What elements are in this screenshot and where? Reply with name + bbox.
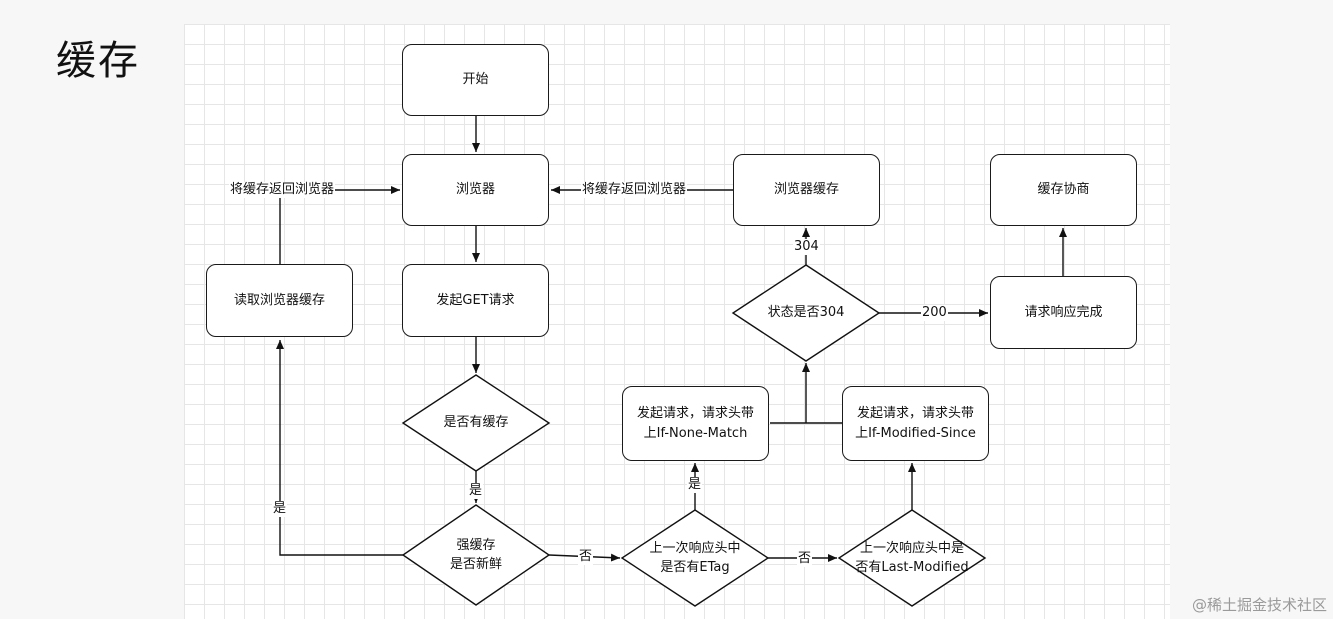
etag-text: 上一次响应头中是否有ETag xyxy=(649,540,741,576)
slide-title: 缓存 xyxy=(56,38,140,84)
status-304-diamond xyxy=(731,264,881,362)
send-get-node: 发起GET请求 xyxy=(402,264,549,337)
start-node: 开始 xyxy=(402,44,549,116)
status-304-text: 状态是否304 xyxy=(767,305,845,321)
req-if-modified-since-node: 发起请求，请求头带上If-Modified-Since xyxy=(842,386,989,461)
strong-cache-text: 强缓存是否新鲜 xyxy=(449,537,502,573)
no-strong-label: 否 xyxy=(578,549,594,565)
response-done-node: 请求响应完成 xyxy=(990,276,1137,349)
negotiate-node: 缓存协商 xyxy=(990,154,1137,226)
yes-etag-label: 是 xyxy=(687,477,703,493)
has-cache-text: 是否有缓存 xyxy=(443,415,509,431)
arrow-strong-read xyxy=(276,340,403,556)
browser-node: 浏览器 xyxy=(402,154,549,226)
etag-diamond xyxy=(620,509,770,607)
read-cache-node: 读取浏览器缓存 xyxy=(206,264,353,337)
yes-has-cache-label: 是 xyxy=(468,483,484,499)
return-cache-label-mid: 将缓存返回浏览器 xyxy=(581,182,688,198)
req-if-none-match-node: 发起请求，请求头带上If-None-Match xyxy=(622,386,769,461)
arrow-read-browser xyxy=(279,186,400,264)
lastmod-text: 上一次响应头中是否有Last-Modified xyxy=(855,540,969,576)
no-etag-label: 否 xyxy=(797,551,813,567)
yes-strong-label: 是 xyxy=(272,501,288,517)
browser-cache-node: 浏览器缓存 xyxy=(733,154,880,226)
strong-cache-diamond xyxy=(401,504,551,606)
code-304-label: 304 xyxy=(793,239,820,255)
return-cache-label-left: 将缓存返回浏览器 xyxy=(229,182,336,198)
lastmod-diamond xyxy=(837,509,987,607)
watermark-text: @稀土掘金技术社区 xyxy=(1191,596,1327,614)
code-200-label: 200 xyxy=(921,305,948,321)
